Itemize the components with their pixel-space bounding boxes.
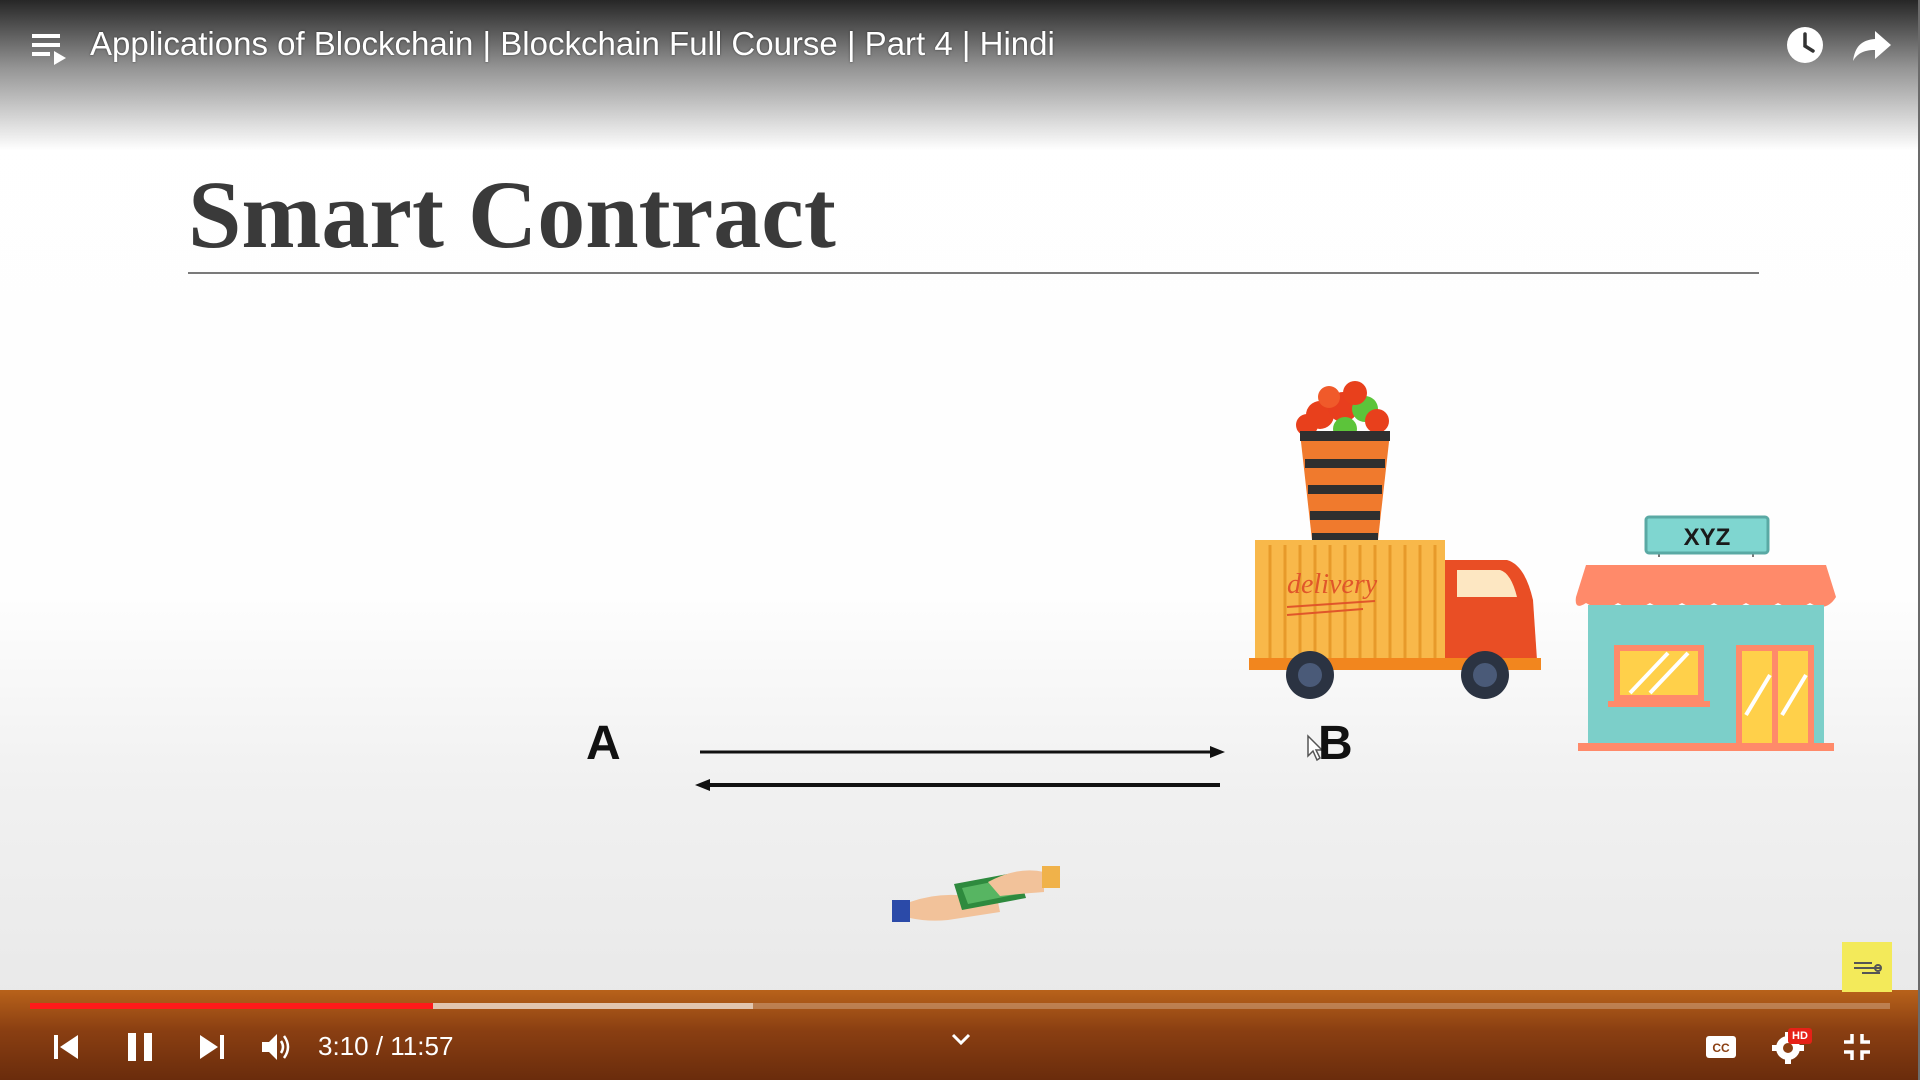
frame-edge: [1918, 0, 1920, 1080]
share-icon[interactable]: [1851, 25, 1893, 65]
watch-later-icon[interactable]: [1785, 25, 1825, 65]
progress-bar[interactable]: [30, 1003, 1890, 1009]
top-gradient: [0, 0, 1920, 150]
slide-title: Smart Contract: [188, 161, 836, 268]
pause-icon[interactable]: [125, 1030, 155, 1064]
video-title[interactable]: Applications of Blockchain | Blockchain …: [90, 25, 1055, 62]
annotation-note-icon[interactable]: [1842, 942, 1892, 992]
progress-track: [30, 1003, 1890, 1009]
time-display: 3:10 / 11:57: [318, 1031, 454, 1061]
settings-button[interactable]: HD: [1772, 1028, 1812, 1064]
top-bar: Applications of Blockchain | Blockchain …: [0, 0, 1920, 90]
party-b-label: B: [1318, 717, 1353, 770]
captions-icon[interactable]: CC: [1705, 1035, 1737, 1059]
exchange-arrows: [695, 746, 1225, 791]
shop-illustration: XYZ: [1575, 515, 1836, 751]
mouse-cursor-icon: [1307, 734, 1324, 762]
truck-text: delivery: [1287, 569, 1378, 600]
delivery-truck-illustration: delivery: [1249, 381, 1541, 699]
player-controls: 3:10 / 11:57 CC HD: [0, 1000, 1920, 1080]
title-underline: [188, 272, 1759, 274]
party-a-label: A: [586, 717, 621, 770]
shop-sign: XYZ: [1684, 524, 1731, 551]
volume-icon[interactable]: [260, 1031, 294, 1063]
exit-fullscreen-icon[interactable]: [1842, 1032, 1872, 1062]
previous-icon[interactable]: [52, 1032, 80, 1062]
chevron-down-icon[interactable]: [950, 1030, 972, 1048]
next-icon[interactable]: [198, 1032, 226, 1062]
svg-text:CC: CC: [1712, 1041, 1730, 1055]
money-handover-illustration: [892, 866, 1060, 922]
playlist-icon[interactable]: [30, 30, 70, 66]
progress-played: [30, 1003, 434, 1009]
hd-badge: HD: [1788, 1028, 1812, 1044]
